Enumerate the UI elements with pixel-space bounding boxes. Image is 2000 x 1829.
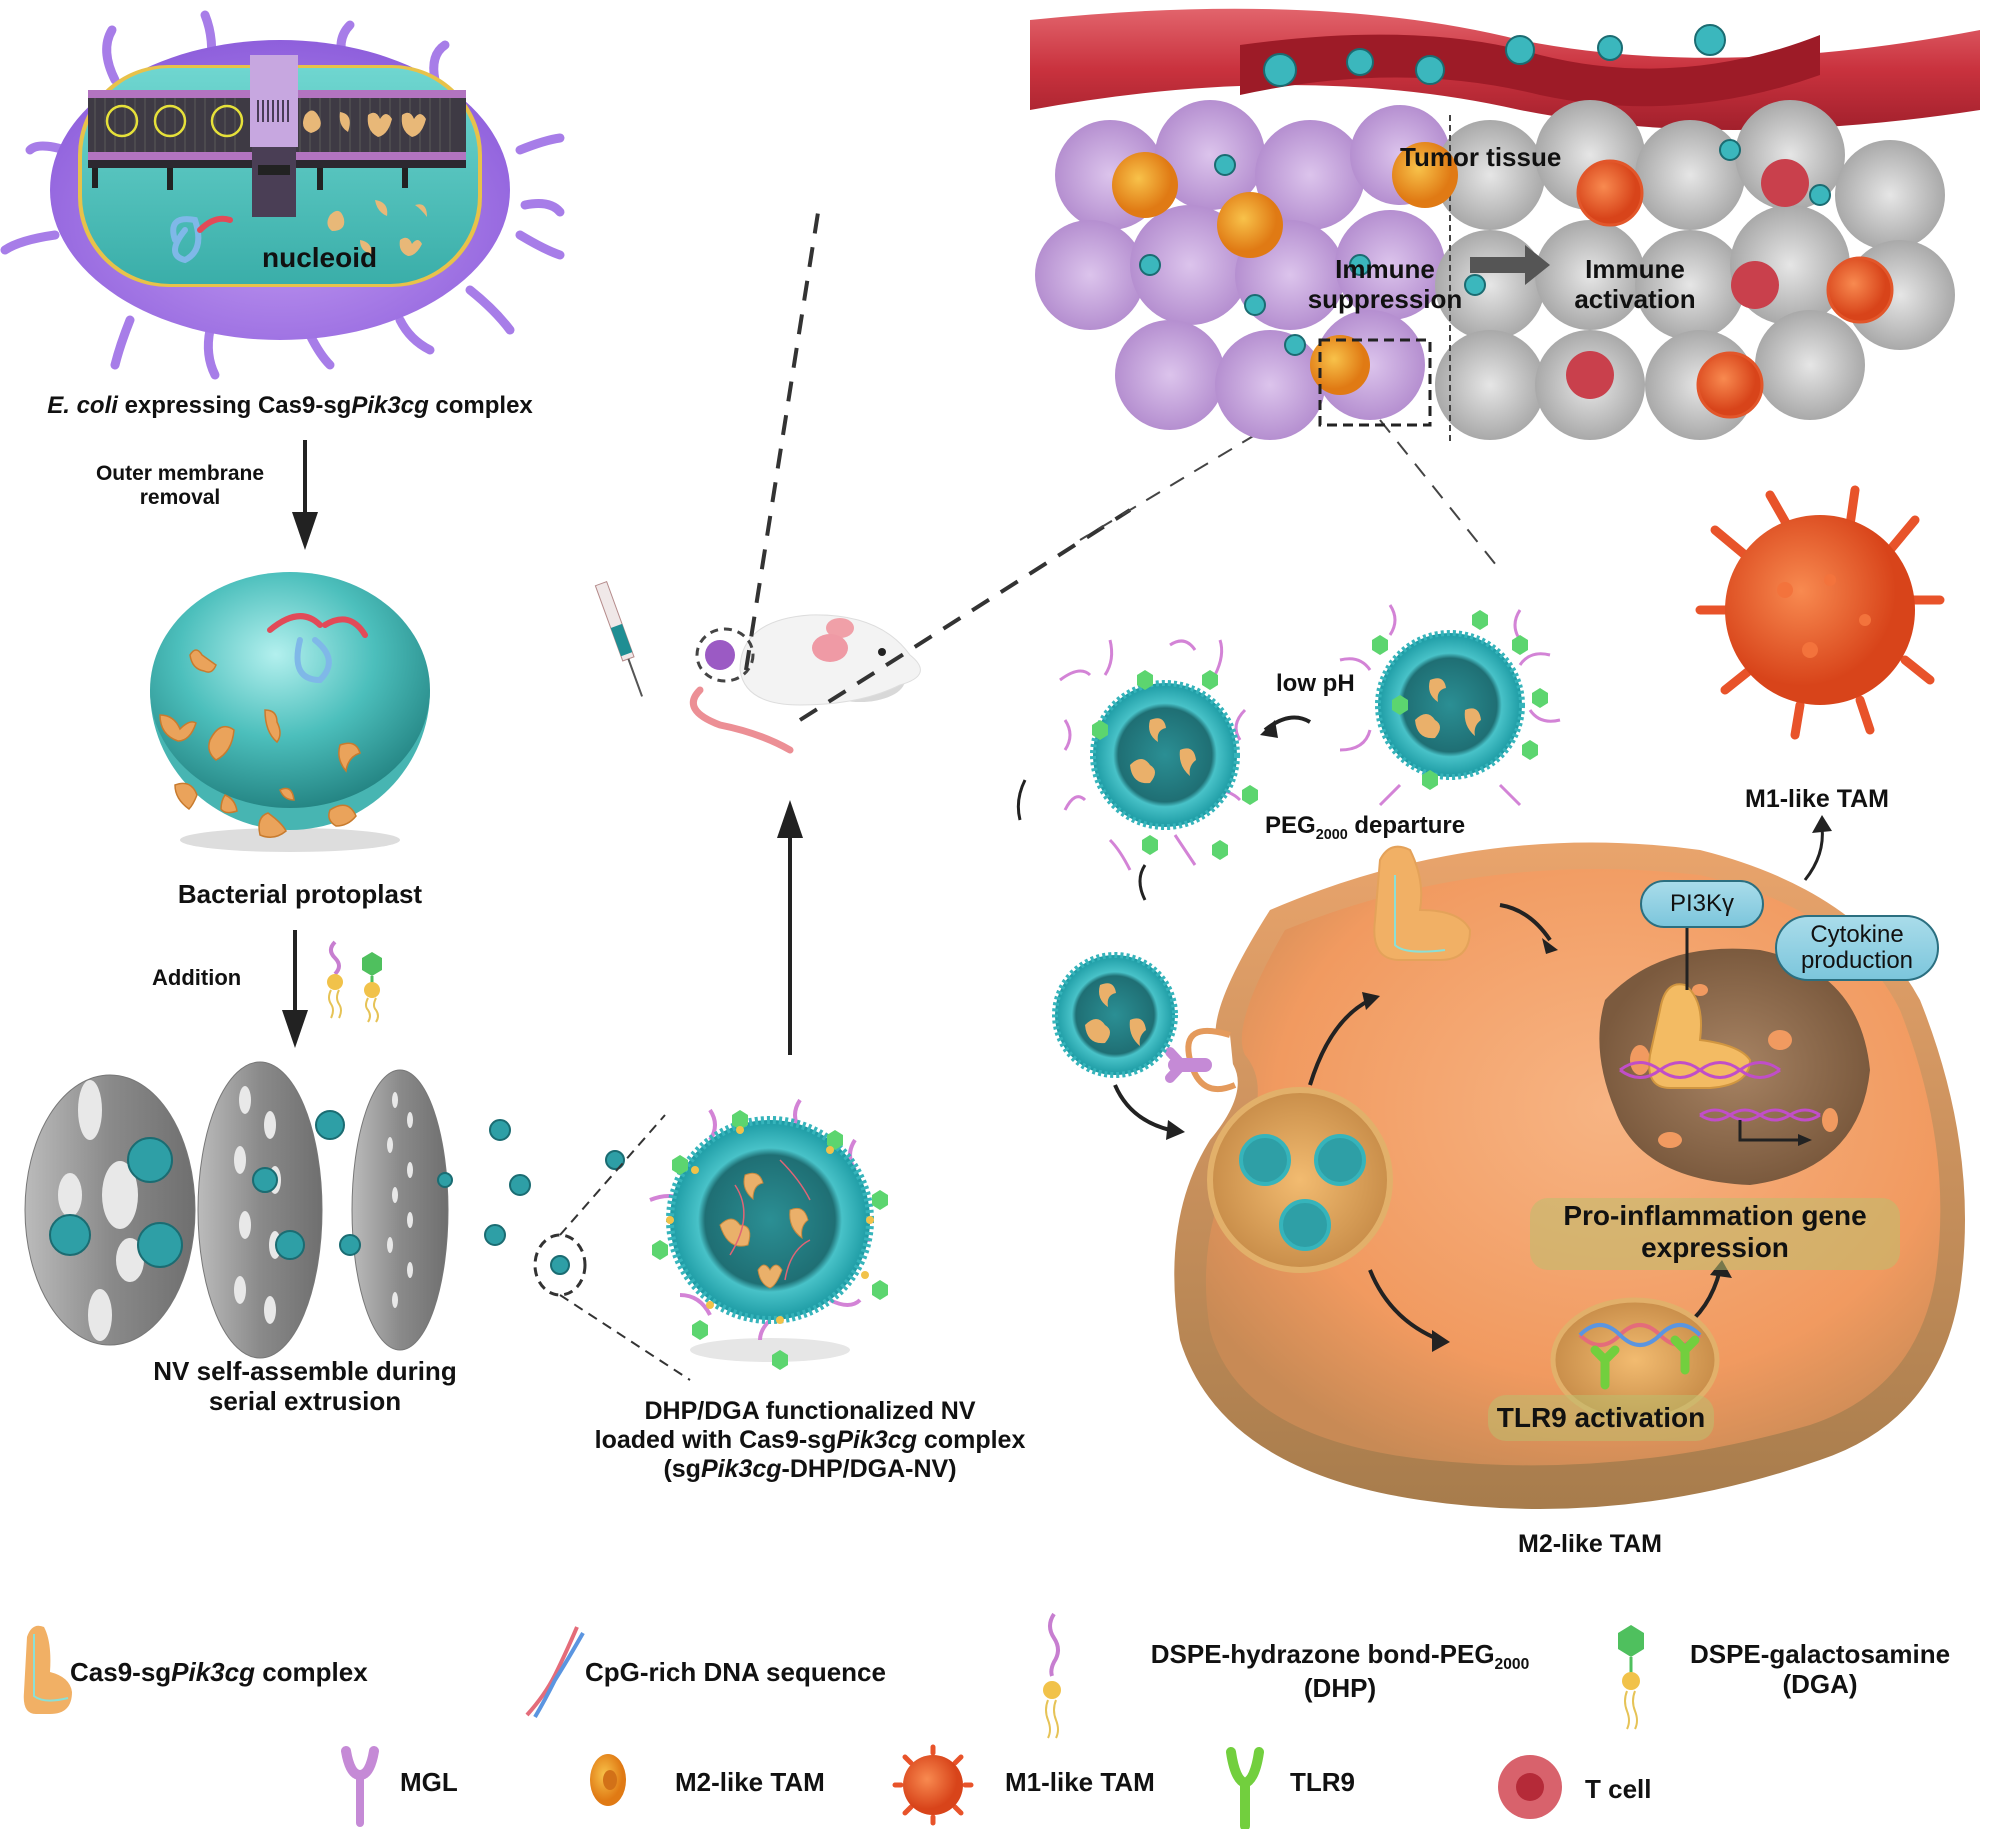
m2-tam-macrophage-illustration [1016,779,1965,1509]
nv-peg-departure-illustration [1059,604,1561,901]
arrow-up-icon [1803,815,1832,881]
caption-line: NV self-assemble during [153,1356,457,1386]
dga-lipid-icon [362,952,382,1023]
legend-t-cell-label: T cell [1585,1774,1652,1804]
label-part: Cas9-sg [70,1657,172,1687]
caption-part: E. coli [47,392,118,419]
caption-part: complex [916,1425,1026,1454]
m1-tam-label: M1-like TAM [1745,785,1889,813]
m1-tam-cell-illustration [1695,485,1945,740]
tlr9-icon [1226,1747,1264,1829]
peg-departure-label: PEG2000 departure [1265,812,1465,843]
protoplast-illustration [150,572,430,852]
extrusion-caption: NV self-assemble during serial extrusion [90,1356,520,1417]
arrow-down-icon [282,930,308,1048]
legend-cpg-label: CpG-rich DNA sequence [585,1657,886,1687]
cytokine-production-pill: Cytokine production [1775,915,1939,981]
m1-tam-icon [892,1744,974,1826]
label-line: Immune [1335,254,1435,284]
label-part: Pik3cg [171,1657,255,1687]
m2-tam-icon [590,1754,626,1806]
label-line: Cytokine [1810,920,1904,948]
immune-activation-label: Immune activation [1560,254,1710,315]
label-line: removal [139,486,221,510]
caption-line: DHP/DGA functionalized NV [644,1397,976,1425]
cas9-complex-icon [23,1625,72,1714]
dhp-lipid-icon [327,940,343,1019]
blood-vessel-illustration [1030,8,1980,130]
label-line: (DHP) [1303,1673,1377,1704]
label-line: suppression [1307,283,1463,314]
label-line: production [1800,947,1914,974]
nanovesicle-caption: DHP/DGA functionalized NV loaded with Ca… [520,1397,1100,1483]
tumor-tissue-label: Tumor tissue [1400,142,1562,172]
legend-dhp-label: DSPE-hydrazone bond-PEG2000 (DHP) [1060,1639,1620,1704]
label-line: DSPE-galactosamine [1689,1639,1951,1669]
arrow-up-icon [777,800,803,1055]
caption-part: expressing Cas9-sg [117,392,352,419]
bacterium-caption: E. coli expressing Cas9-sgPik3cg complex [0,392,580,420]
label-part: departure [1347,812,1466,839]
caption-part: Pik3cg [351,392,429,419]
caption-part: (sg [663,1454,701,1483]
legend-m1-tam-label: M1-like TAM [1005,1767,1155,1797]
label-line: DSPE-hydrazone bond-PEG2000 [1060,1639,1620,1674]
legend-mgl-label: MGL [400,1767,458,1797]
legend-m2-tam-label: M2-like TAM [675,1767,825,1797]
legend-cas9-label: Cas9-sgPik3cg complex [70,1657,368,1688]
m2-tam-label: M2-like TAM [1518,1530,1662,1558]
low-ph-label: low pH [1276,670,1355,697]
caption-part: Pik3cg [836,1425,917,1454]
tlr9-activation-highlight [1488,1395,1714,1441]
addition-label: Addition [152,965,242,990]
caption-part: complex [428,392,533,419]
legend-tlr9-label: TLR9 [1290,1767,1355,1797]
mgl-receptor-icon [341,1746,379,1827]
pi3k-label: PI3Kγ [1669,889,1735,917]
caption-part: Pik3cg [700,1454,782,1483]
label-part: complex [254,1657,368,1687]
label-line: Immune [1585,254,1685,284]
label-line: Outer membrane [95,462,265,485]
gene-expression-highlight [1530,1198,1900,1270]
arrow-down-icon [292,440,318,550]
tlr9-activation-label: TLR9 activation [1496,1402,1706,1433]
label-line: Pro-inflammation gene [1563,1200,1867,1231]
caption-line: loaded with Cas9-sgPik3cg complex [520,1426,1100,1455]
tumor-tissue-illustration [1035,100,1955,445]
label-line: (DGA) [1782,1668,1858,1699]
dhp-lipid-icon [1043,1612,1061,1739]
cpg-dna-icon [525,1626,585,1719]
label-part: DSPE-hydrazone bond-PEG [1150,1639,1495,1669]
label-part: PEG [1265,812,1316,839]
label-line: activation [1574,283,1696,314]
t-cell-icon [1498,1755,1562,1819]
caption-line: serial extrusion [208,1385,402,1416]
label-line: expression [1641,1232,1789,1264]
nanovesicle-illustration [649,1098,888,1370]
label-sub: 2000 [1315,826,1348,843]
label-sub: 2000 [1494,1656,1530,1674]
caption-part: -DHP/DGA-NV) [781,1454,957,1483]
legend-dga-label: DSPE-galactosamine (DGA) [1650,1639,1990,1700]
pi3k-pill: PI3Kγ [1640,880,1764,928]
extrusion-membranes-illustration [24,1061,691,1381]
outer-membrane-removal-label: Outer membrane removal [60,462,300,510]
nucleoid-label: nucleoid [262,242,378,273]
dga-lipid-icon [1618,1625,1644,1730]
ecoli-bacterium-illustration [0,10,565,380]
immune-suppression-label: Immune suppression [1295,254,1475,315]
gene-expression-label: Pro-inflammation gene expression [1530,1200,1900,1264]
caption-line: (sgPik3cg-DHP/DGA-NV) [520,1455,1100,1484]
protoplast-caption: Bacterial protoplast [177,879,423,909]
caption-part: loaded with Cas9-sg [594,1425,837,1454]
